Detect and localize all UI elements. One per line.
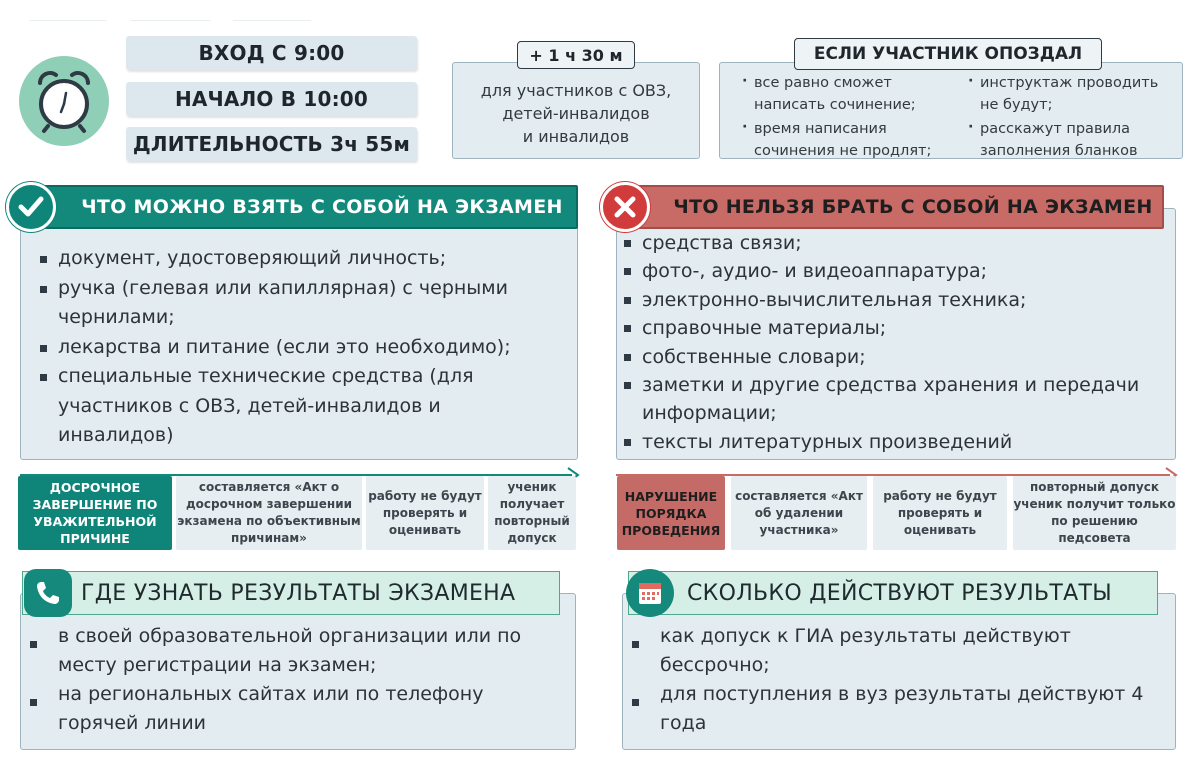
early-finish-step: работу не будут проверять и оценивать — [366, 476, 484, 550]
results-where-box — [20, 593, 576, 750]
list-item: фото-, аудио- и видеоаппаратура; — [622, 257, 1172, 285]
duration: ДЛИТЕЛЬНОСТЬ 3ч 55м — [126, 127, 417, 161]
early-finish-step: ДОСРОЧНОЕ ЗАВЕРШЕНИЕ ПО УВАЖИТЕЛЬНОЙ ПРИ… — [18, 476, 172, 550]
phone-icon — [24, 569, 72, 617]
early-finish-arrow — [20, 474, 572, 476]
early-finish-step: составляется «Акт о досрочном завершении… — [176, 476, 362, 550]
violation-step: повторный допуск ученик получит только п… — [1013, 476, 1176, 550]
ovz-line: и инвалидов — [522, 127, 630, 146]
late-item: расскажут правила заполнения бланков — [968, 116, 1180, 162]
late-item: все равно сможет написать сочинение; — [742, 70, 947, 116]
list-item: документ, удостоверяющий личность; — [38, 244, 558, 274]
results-valid-title: СКОЛЬКО ДЕЙСТВУЮТ РЕЗУЛЬТАТЫ — [628, 571, 1158, 615]
list-item: как допуск к ГИА результаты действуют бе… — [624, 622, 1164, 680]
results-where-list: в своей образовательной организации или … — [22, 622, 562, 738]
violation-step: работу не будут проверять и оценивать — [873, 476, 1007, 550]
top-divider — [130, 20, 210, 21]
start-time: НАЧАЛО В 10:00 — [126, 82, 417, 116]
list-item: электронно-вычислительная техника; — [622, 286, 1172, 314]
ovz-extra-time-box: для участников с ОВЗ, детей-инвалидов и … — [452, 62, 700, 159]
calendar-icon — [626, 569, 674, 617]
list-item: справочные материалы; — [622, 314, 1172, 342]
late-item: инструктаж проводить не будут; — [968, 70, 1180, 116]
violation-arrow — [616, 474, 1170, 476]
can-take-title: ЧТО МОЖНО ВЗЯТЬ С СОБОЙ НА ЭКЗАМЕН — [38, 185, 578, 229]
late-left-column: все равно сможет написать сочинение; вре… — [742, 70, 947, 162]
top-divider — [233, 20, 311, 21]
early-finish-step: ученик получает повторный допуск — [488, 476, 576, 550]
list-item: тексты литературных произведений — [622, 428, 1172, 456]
can-take-box — [20, 208, 578, 460]
results-valid-list: как допуск к ГИА результаты действуют бе… — [624, 622, 1164, 738]
ovz-line: для участников с ОВЗ, — [480, 81, 672, 100]
cannot-take-list: средства связи; фото-, аудио- и видеоапп… — [622, 229, 1172, 456]
list-item: в своей образовательной организации или … — [22, 622, 562, 680]
entry-time: ВХОД С 9:00 — [126, 36, 417, 70]
late-participant-title: ЕСЛИ УЧАСТНИК ОПОЗДАЛ — [794, 38, 1102, 70]
can-take-list: документ, удостоверяющий личность; ручка… — [38, 244, 558, 451]
violation-step: составляется «Акт об удалении участника» — [731, 476, 867, 550]
alarm-clock-icon — [18, 55, 110, 147]
results-where-title: ГДЕ УЗНАТЬ РЕЗУЛЬТАТЫ ЭКЗАМЕНА — [22, 571, 560, 615]
list-item: на региональных сайтах или по телефону г… — [22, 680, 562, 738]
list-item: заметки и другие средства хранения и пер… — [622, 371, 1172, 428]
list-item: ручка (гелевая или капиллярная) с черным… — [38, 274, 558, 333]
list-item: специальные технические средства (для уч… — [38, 362, 558, 451]
cannot-take-title: ЧТО НЕЛЬЗЯ БРАТЬ С СОБОЙ НА ЭКЗАМЕН — [634, 185, 1164, 229]
top-divider — [30, 20, 106, 21]
ovz-extra-time-tag: + 1 ч 30 м — [517, 41, 635, 69]
cross-icon — [600, 182, 650, 232]
results-valid-box — [622, 593, 1176, 750]
late-right-column: инструктаж проводить не будут; расскажут… — [968, 70, 1180, 162]
list-item: для поступления в вуз результаты действу… — [624, 680, 1164, 738]
late-item: время написания сочинения не продлят; — [742, 116, 947, 162]
list-item: собственные словари; — [622, 343, 1172, 371]
cannot-take-box — [616, 208, 1176, 460]
ovz-line: детей-инвалидов — [502, 104, 650, 123]
list-item: средства связи; — [622, 229, 1172, 257]
list-item: лекарства и питание (если это необходимо… — [38, 333, 558, 363]
check-icon — [6, 182, 56, 232]
violation-step: НАРУШЕНИЕ ПОРЯДКА ПРОВЕДЕНИЯ — [617, 476, 725, 550]
